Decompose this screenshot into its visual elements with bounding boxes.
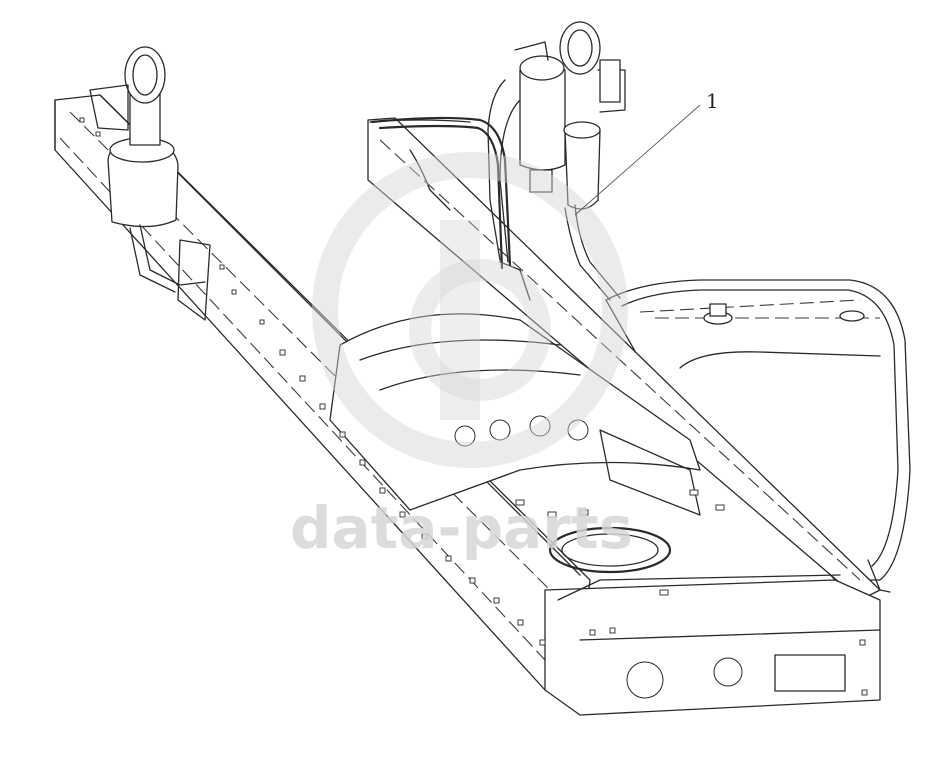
coupling-ring xyxy=(548,526,672,574)
air-lines xyxy=(370,79,621,301)
callout-1: 1 xyxy=(574,89,719,216)
cross-member xyxy=(329,313,701,516)
watermark: data-parts xyxy=(290,152,633,562)
fuel-tank xyxy=(605,279,911,593)
right-valve-assembly xyxy=(514,21,626,210)
left-frame-rail xyxy=(54,94,591,706)
rear-end-plate xyxy=(544,574,881,716)
callout-leader-line xyxy=(574,104,701,216)
watermark-text: data-parts xyxy=(290,494,633,562)
callout-label: 1 xyxy=(706,89,719,113)
fastener-pattern xyxy=(79,117,868,696)
left-air-spring-assembly xyxy=(89,46,206,293)
